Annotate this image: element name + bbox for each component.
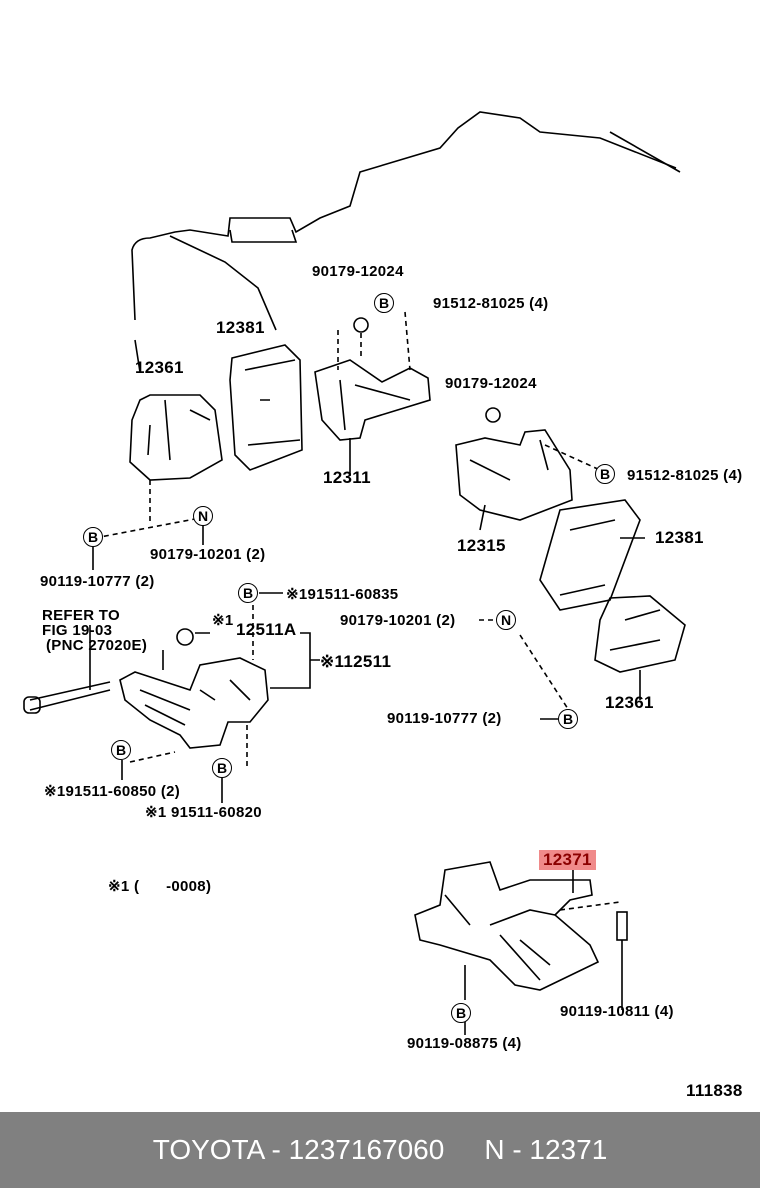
- footer-bar: TOYOTA - 1237167060 N - 12371: [0, 1112, 760, 1188]
- mount-12371: [414, 861, 600, 991]
- label-nut-top: 90179-12024: [312, 263, 404, 280]
- b-mark: B: [451, 1003, 471, 1023]
- b-mark: B: [238, 583, 258, 603]
- label-bolt-top: 91512-81025 (4): [433, 295, 549, 312]
- footer-part-number: TOYOTA - 1237167060: [152, 1134, 445, 1165]
- label-nut-right-n: 90179-10201 (2): [340, 612, 456, 629]
- bracket-12311: [314, 359, 431, 441]
- label-bolt-rear-b: 90119-08875 (4): [407, 1035, 522, 1052]
- label-12511a: 12511A: [236, 620, 297, 639]
- footer-pnc: N - 12371: [484, 1134, 608, 1165]
- label-bolt-right-b: 90119-10777 (2): [387, 710, 502, 727]
- footnote: ※1 ( -0008): [108, 878, 212, 895]
- diagram-number: 111838: [686, 1081, 743, 1100]
- engine-outline: [131, 111, 677, 321]
- mount-12361-left: [129, 394, 223, 481]
- label-bolt-right: 91512-81025 (4): [627, 467, 743, 484]
- label-mount-right: 12361: [605, 693, 654, 712]
- diagram-drawing: [23, 111, 686, 1035]
- n-mark: N: [496, 610, 516, 630]
- label-bolt-bracket-top: ※191511-60835: [286, 586, 399, 603]
- label-mount-left: 12361: [135, 358, 184, 377]
- b-mark: B: [111, 740, 131, 760]
- n-mark: N: [193, 506, 213, 526]
- note-mark: ※1: [212, 612, 234, 629]
- bracket-12315: [455, 429, 573, 521]
- label-bolt-left-b: 90119-10777 (2): [40, 573, 155, 590]
- mount-12361-right: [594, 595, 686, 673]
- refer-line-2: FIG 19-03: [42, 622, 113, 639]
- b-mark: B: [595, 464, 615, 484]
- b-mark: B: [558, 709, 578, 729]
- label-bolt-bracket-bottom: ※1 91511-60820: [145, 804, 262, 821]
- insulator-12381-left: [229, 344, 303, 471]
- highlighted-part-12371[interactable]: 12371: [539, 850, 596, 870]
- label-112511: ※112511: [320, 652, 392, 671]
- label-nut-right: 90179-12024: [445, 375, 537, 392]
- insulator-12381-right: [539, 499, 641, 611]
- label-bolt-bracket-bottom-left: ※191511-60850 (2): [44, 783, 181, 800]
- b-mark: B: [83, 527, 103, 547]
- label-bolt-rear-right: 90119-10811 (4): [560, 1003, 674, 1020]
- refer-line-3: (PNC 27020E): [46, 637, 148, 654]
- refer-line-1: REFER TO: [42, 607, 120, 624]
- label-insulator-right: 12381: [655, 528, 704, 547]
- label-nut-left-n: 90179-10201 (2): [150, 546, 266, 563]
- label-insulator-left: 12381: [216, 318, 265, 337]
- b-mark: B: [374, 293, 394, 313]
- label-bracket-right: 12315: [457, 536, 506, 555]
- bracket-12511a: [119, 657, 269, 749]
- label-bracket-left: 12311: [323, 468, 371, 487]
- b-mark: B: [212, 758, 232, 778]
